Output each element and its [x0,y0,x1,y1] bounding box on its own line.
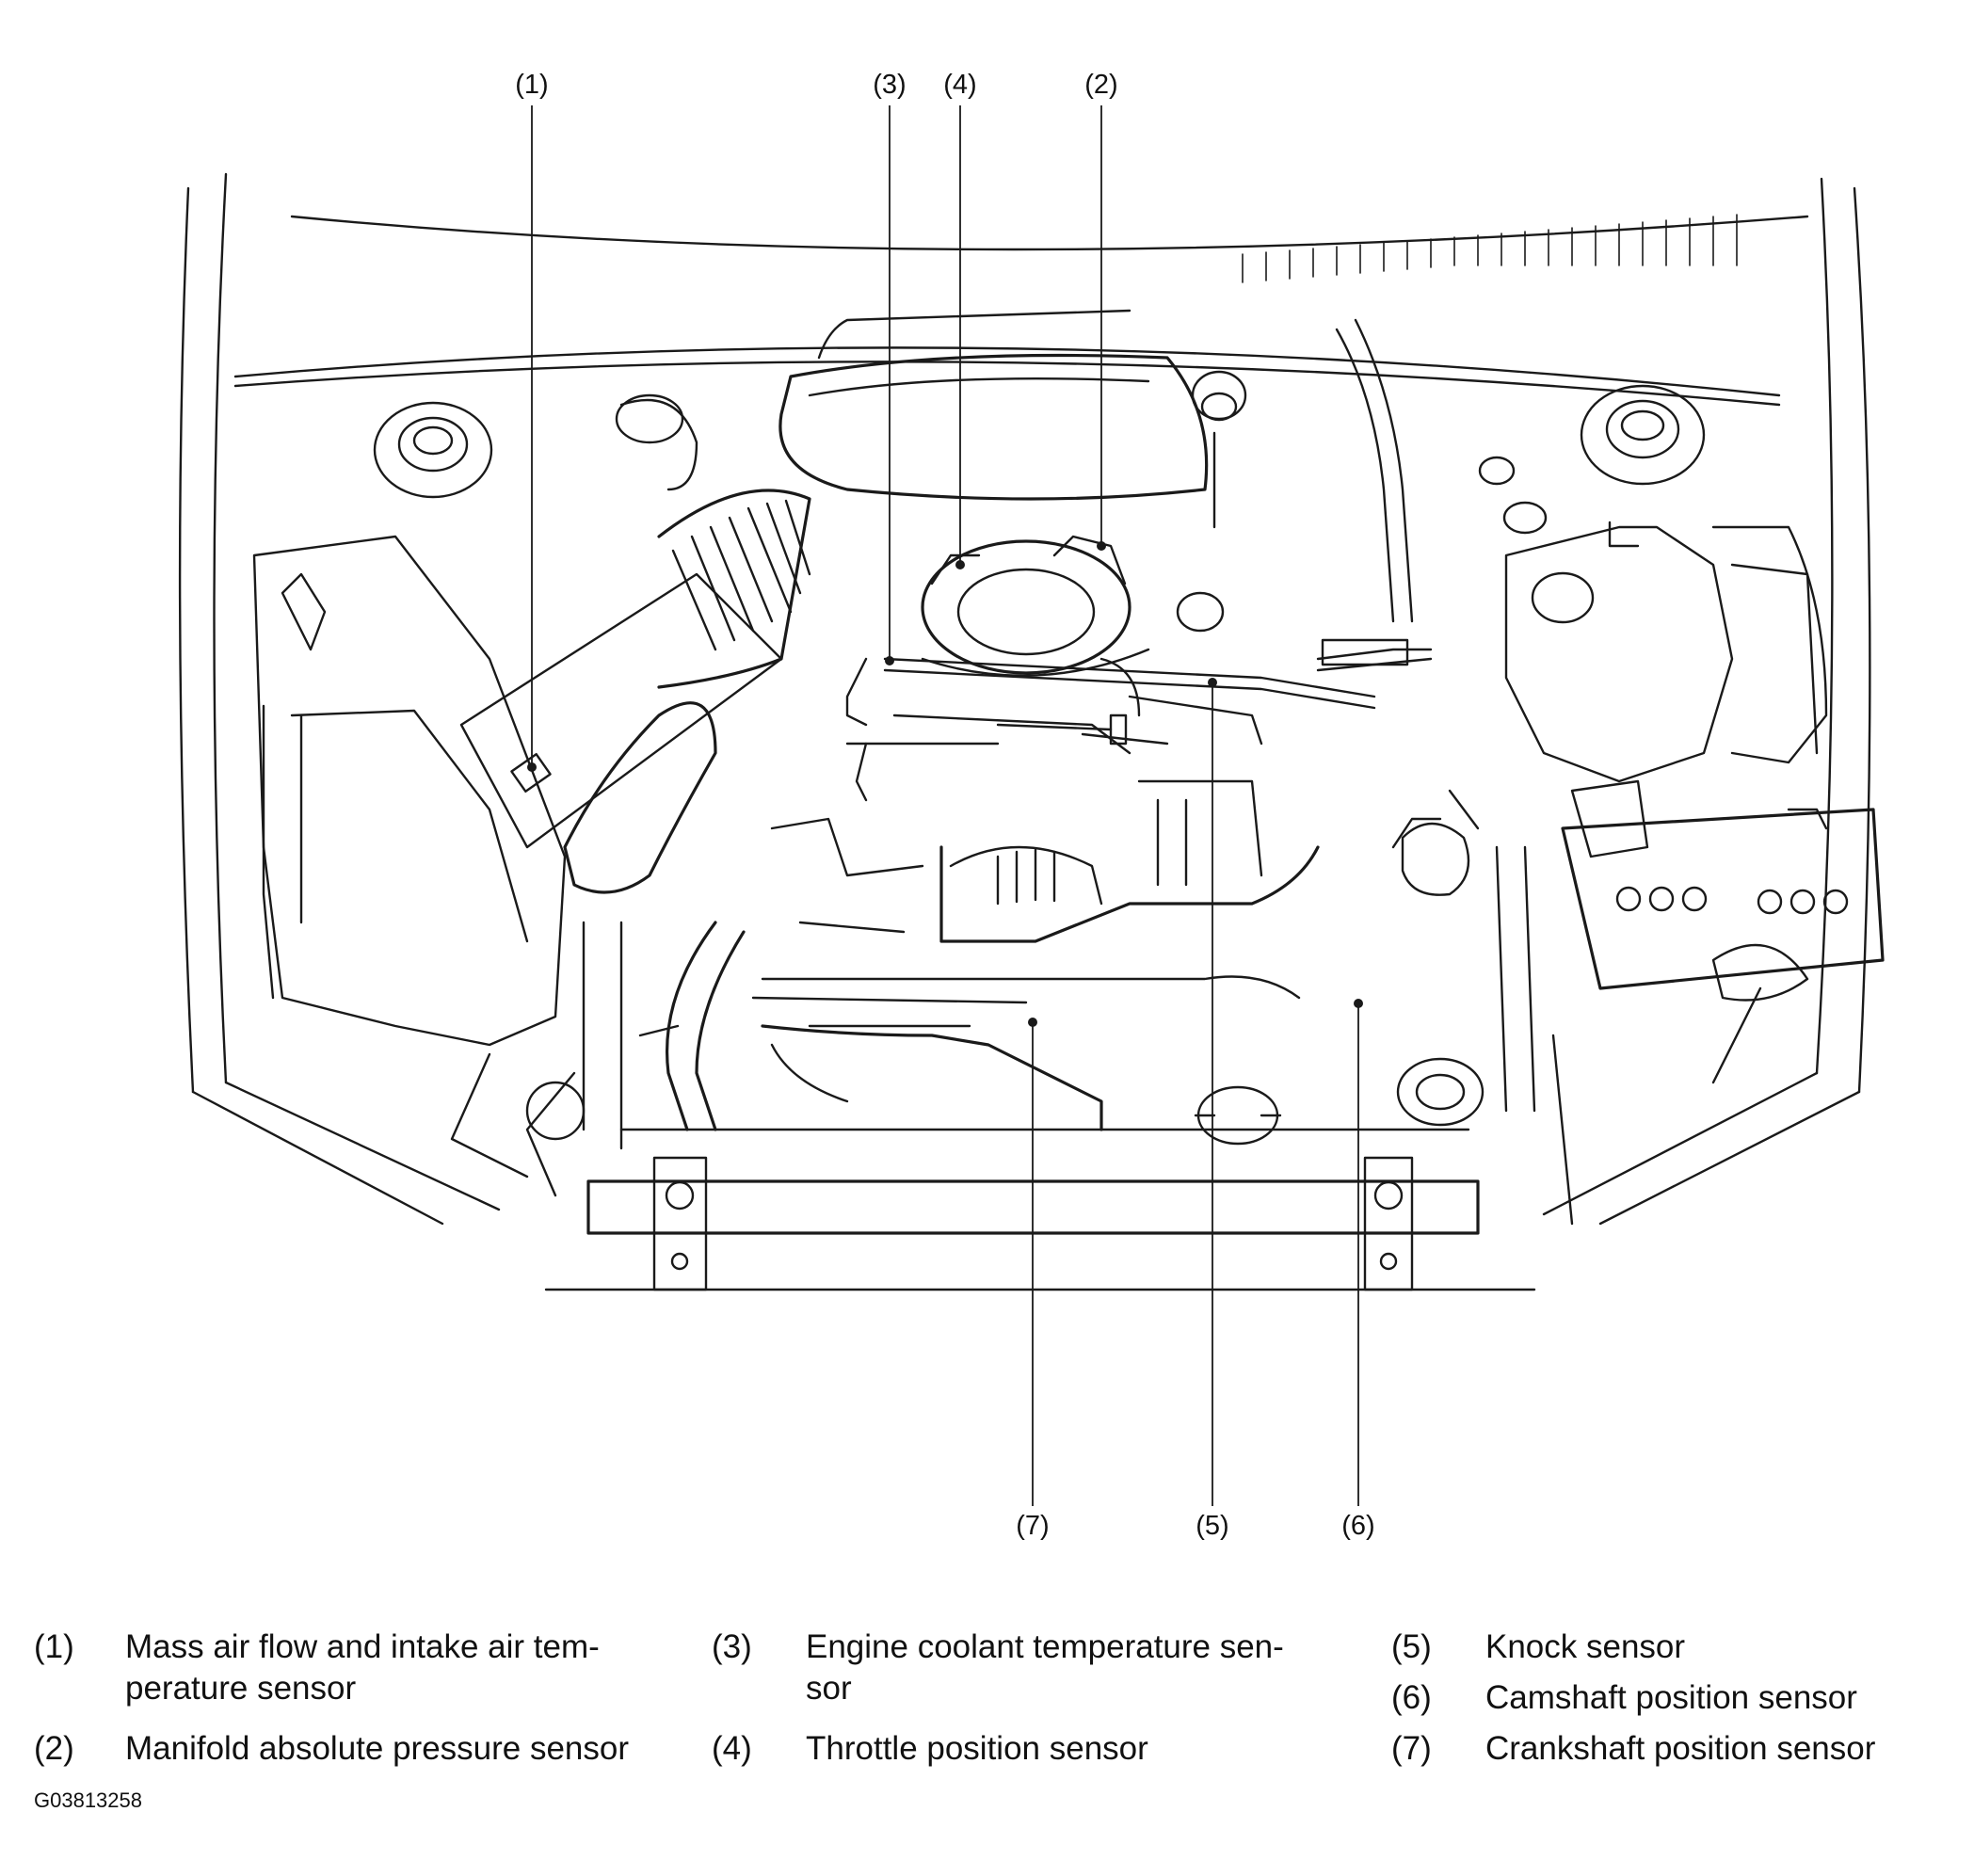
legend-num-2: (2) [34,1730,74,1767]
callout-5: (5) [1196,678,1229,1541]
legend-num-6: (6) [1391,1679,1432,1716]
wiring-harness [845,318,1433,802]
legend-text-6: Camshaft position sensor [1485,1679,1857,1716]
callout-1-label: (1) [515,70,548,100]
callout-2: (2) [1084,70,1118,551]
side-panels [262,704,1762,1226]
reservoir-cap-right [1396,1057,1485,1127]
right-strut-tower [1580,384,1706,486]
callout-5-label: (5) [1196,1511,1228,1541]
callout-3-label: (3) [873,70,906,100]
callout-6: (6) [1341,999,1375,1541]
callout-4-label: (4) [943,70,976,100]
legend-text-5: Knock sensor [1485,1628,1686,1665]
battery [1561,779,1885,1002]
intake-manifold [778,309,1247,529]
callout-7-label: (7) [1016,1511,1049,1541]
legend-num-7: (7) [1391,1730,1432,1767]
callout-7: (7) [1016,1018,1050,1541]
callout-1: (1) [515,70,549,772]
hood-outline [178,172,1871,1226]
legend-num-3: (3) [712,1628,752,1665]
callout-6-label: (6) [1341,1511,1374,1541]
left-strut-tower [373,401,493,499]
fuse-box [1711,525,1828,764]
legend-num-4: (4) [712,1730,752,1767]
washer-tank [1504,521,1734,783]
radiator-cap [1194,1085,1282,1146]
radiator-support [544,1128,1536,1291]
legend-text-7: Crankshaft position sensor [1485,1730,1876,1767]
callout-2-label: (2) [1084,70,1117,100]
legend-num-1: (1) [34,1628,74,1665]
legend-text-3-line-2: sor [806,1670,852,1707]
brake-fluid-caps [1176,456,1548,633]
throttle-body [921,535,1150,677]
legend-text-2: Manifold absolute pressure sensor [125,1730,630,1767]
legend-text-1-line-1: Mass air flow and intake air tem- [125,1628,600,1665]
engine-block [638,779,1320,1131]
legend-num-5: (5) [1391,1628,1432,1665]
legend-text-3-line-1: Engine coolant temperature sen- [806,1628,1284,1665]
cowl-hatching [1242,214,1738,283]
callout-4: (4) [943,70,977,569]
air-cleaner-assembly [252,535,783,1197]
intake-duct [563,393,811,894]
callout-3: (3) [873,70,907,665]
legend-text-1-line-2: perature sensor [125,1670,357,1707]
legend-text-4: Throttle position sensor [806,1730,1148,1767]
figure-code: G03813258 [34,1788,142,1812]
oil-filler-cap [1391,789,1480,896]
